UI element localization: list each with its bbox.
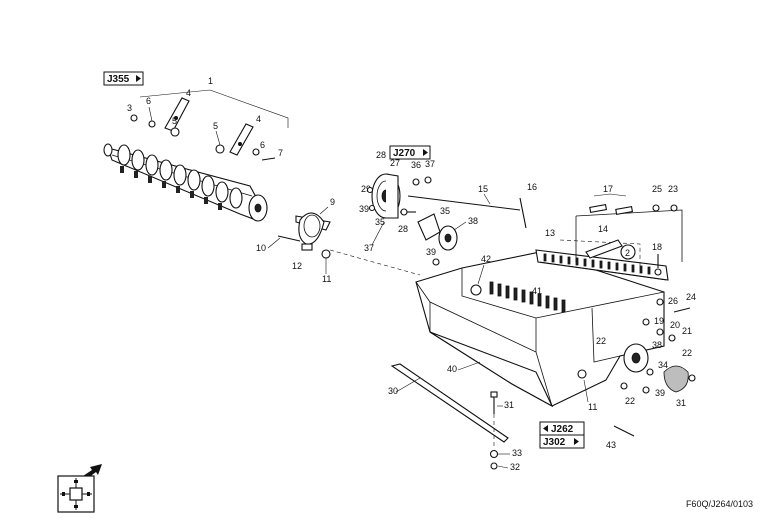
callout-23: 23: [668, 184, 678, 194]
callout-36: 36: [411, 160, 421, 170]
callout-22b: 22: [625, 396, 635, 406]
callout-6b: 6: [260, 140, 265, 150]
callout-4a: 4: [186, 88, 191, 98]
callout-16: 16: [527, 182, 537, 192]
callout-28b: 28: [398, 224, 408, 234]
callout-15: 15: [478, 184, 488, 194]
callout-25: 25: [652, 184, 662, 194]
callout-1: 1: [208, 76, 213, 86]
flail-blade-upper: [164, 97, 190, 132]
ref-tag-j262[interactable]: J262: [539, 421, 585, 436]
ref-tag-j270[interactable]: J270: [389, 145, 431, 160]
orientation-square-icon: [57, 475, 95, 513]
callout-43: 43: [606, 440, 616, 450]
callout-26: 26: [668, 296, 678, 306]
flail-rotor: [103, 143, 268, 222]
callout-6a: 6: [146, 96, 151, 106]
callout-17: 17: [603, 184, 613, 194]
callout-37b: 37: [364, 243, 374, 253]
callout-24: 24: [686, 292, 696, 302]
callout-5a: 5: [172, 116, 177, 126]
callout-18: 18: [652, 242, 662, 252]
callout-27: 27: [390, 158, 400, 168]
ref-tag-j355[interactable]: J355: [103, 71, 144, 86]
flail-housing: [415, 251, 665, 408]
ref-j262-text: J262: [551, 424, 574, 435]
callout-39b: 39: [426, 247, 436, 257]
callout-11b: 11: [588, 402, 597, 412]
callout-7: 7: [278, 148, 283, 158]
callout-30: 30: [388, 386, 398, 396]
ref-tag-j302[interactable]: J302: [539, 434, 585, 449]
callout-33: 33: [512, 448, 522, 458]
side-pulley: [623, 343, 649, 373]
callout-12: 12: [292, 261, 302, 271]
callout-37a: 37: [425, 159, 435, 169]
callout-22c: 22: [596, 336, 606, 346]
callout-31a: 31: [676, 398, 686, 408]
callout-3: 3: [127, 103, 132, 113]
ref-j270-text: J270: [393, 148, 416, 159]
belt-tensioner: [417, 213, 458, 251]
callout-21: 21: [682, 326, 692, 336]
callout-20: 20: [670, 320, 680, 330]
ref-j355-text: J355: [107, 74, 130, 85]
callout-39a: 39: [359, 204, 369, 214]
callout-10: 10: [256, 243, 266, 253]
callout-28a: 28: [376, 150, 386, 160]
pulley-cover: [663, 365, 689, 393]
bearing-bracket: [295, 212, 331, 245]
callout-39c: 39: [655, 388, 665, 398]
skid-plate: [390, 363, 509, 443]
callout-41: 41: [532, 286, 542, 296]
callout-13: 13: [545, 228, 555, 238]
rear-comb: [535, 249, 669, 281]
callout-31b: 31: [504, 400, 514, 410]
drive-pulley: [371, 173, 401, 219]
callout-19: 19: [654, 316, 664, 326]
callout-5b: 5: [213, 121, 218, 131]
callout-32: 32: [510, 462, 520, 472]
callout-38b: 38: [652, 340, 662, 350]
callout-22a: 22: [682, 348, 692, 358]
callout-35a: 35: [375, 217, 385, 227]
callout-2: 2: [625, 248, 630, 258]
callout-4b: 4: [256, 114, 261, 124]
callout-29: 29: [361, 184, 371, 194]
callout-11: 11: [322, 274, 331, 284]
callout-14: 14: [598, 224, 608, 234]
callout-42: 42: [481, 254, 491, 264]
callout-35b: 35: [440, 206, 450, 216]
callout-9: 9: [330, 197, 335, 207]
callout-40: 40: [447, 364, 457, 374]
callout-38a: 38: [468, 216, 478, 226]
flail-blade-lower: [229, 123, 254, 156]
ref-j302-text: J302: [543, 437, 566, 448]
callout-34: 34: [658, 360, 668, 370]
drawing-code: F60Q/J264/0103: [685, 499, 753, 509]
